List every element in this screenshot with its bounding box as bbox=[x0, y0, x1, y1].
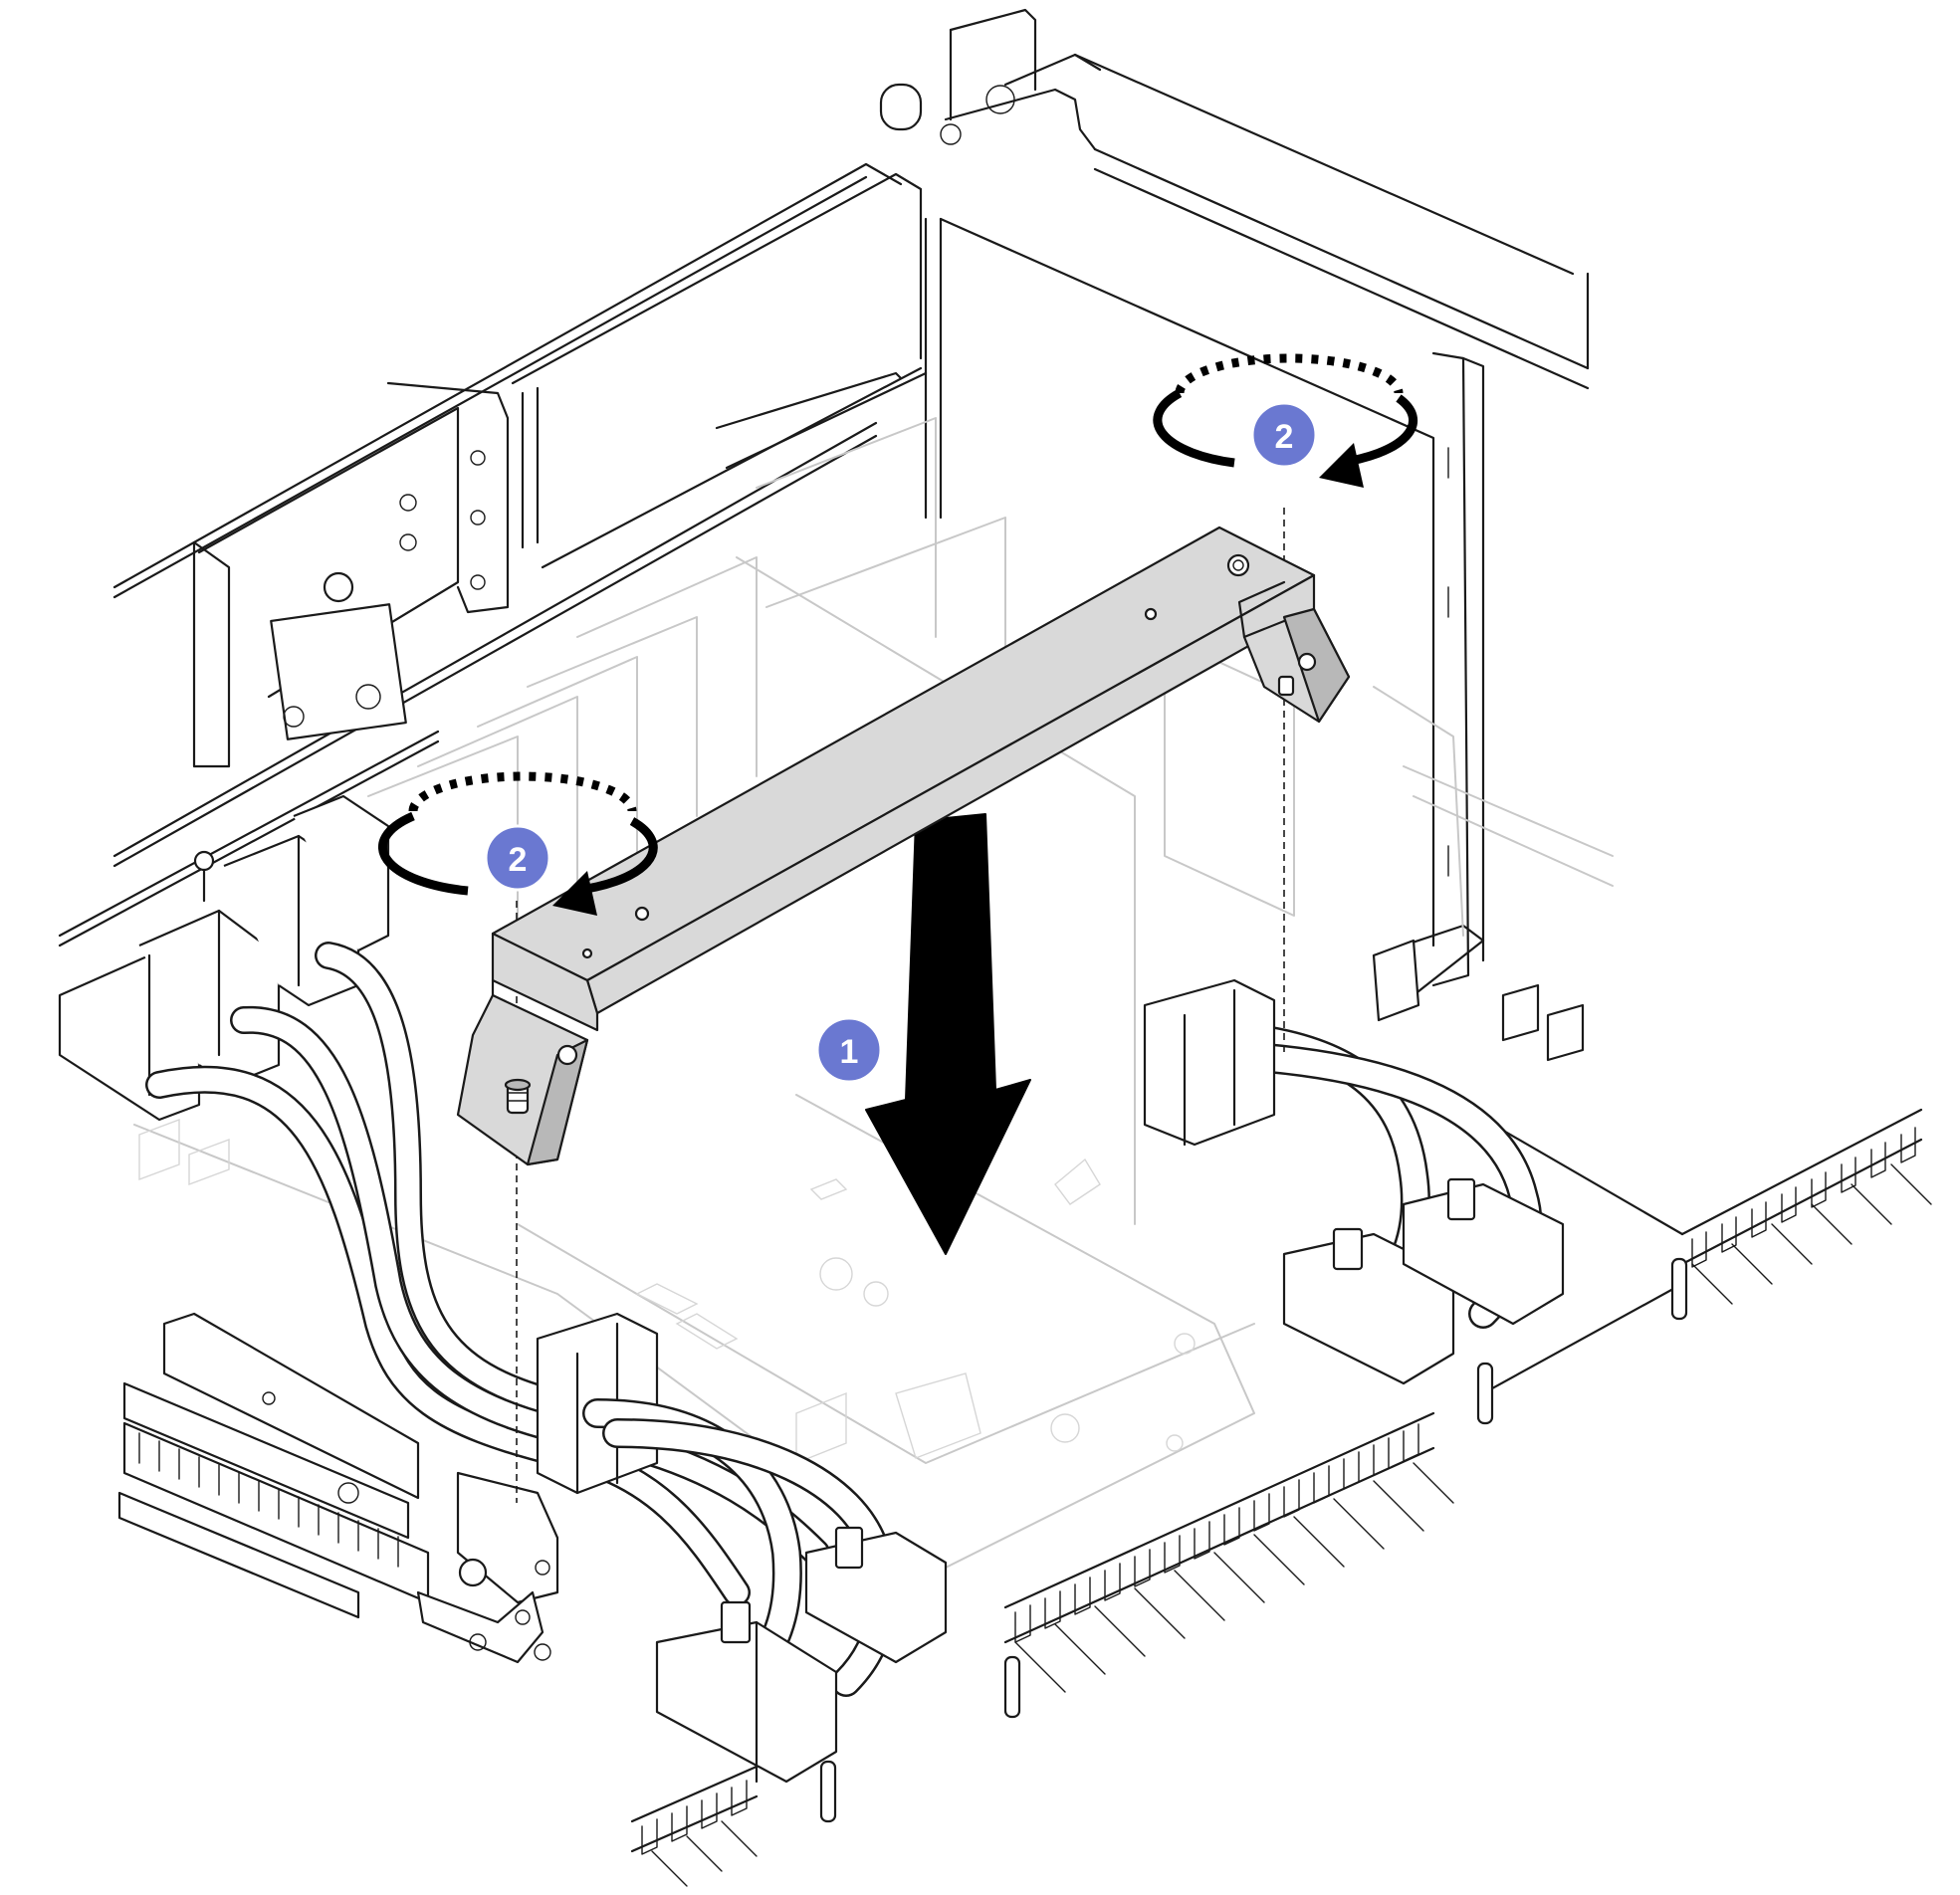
ghosted-components bbox=[133, 417, 1614, 1574]
callout-step-2-right-label: 2 bbox=[1275, 418, 1294, 456]
lower-cables bbox=[582, 1398, 1021, 1823]
chassis-frame bbox=[58, 8, 1590, 997]
callout-step-1-label: 1 bbox=[840, 1033, 859, 1071]
left-cables bbox=[145, 942, 830, 1606]
alignment-guides bbox=[516, 508, 1285, 1503]
left-captive-screw bbox=[504, 1078, 532, 1115]
callout-step-2-left-label: 2 bbox=[509, 841, 528, 879]
right-captive-screw bbox=[1277, 675, 1295, 697]
bottom-connector-row bbox=[630, 1108, 1932, 1887]
support-bracket bbox=[456, 526, 1351, 1166]
callout-step-1: 1 bbox=[815, 1016, 883, 1084]
pcie-slots-left bbox=[117, 1312, 430, 1619]
callout-step-2-left: 2 bbox=[484, 824, 551, 892]
right-cable-clip bbox=[1143, 939, 1585, 1385]
clockwise-rotation-icon bbox=[377, 353, 1418, 916]
callout-step-2-right: 2 bbox=[1250, 401, 1318, 469]
down-arrow-icon bbox=[865, 813, 1031, 1255]
